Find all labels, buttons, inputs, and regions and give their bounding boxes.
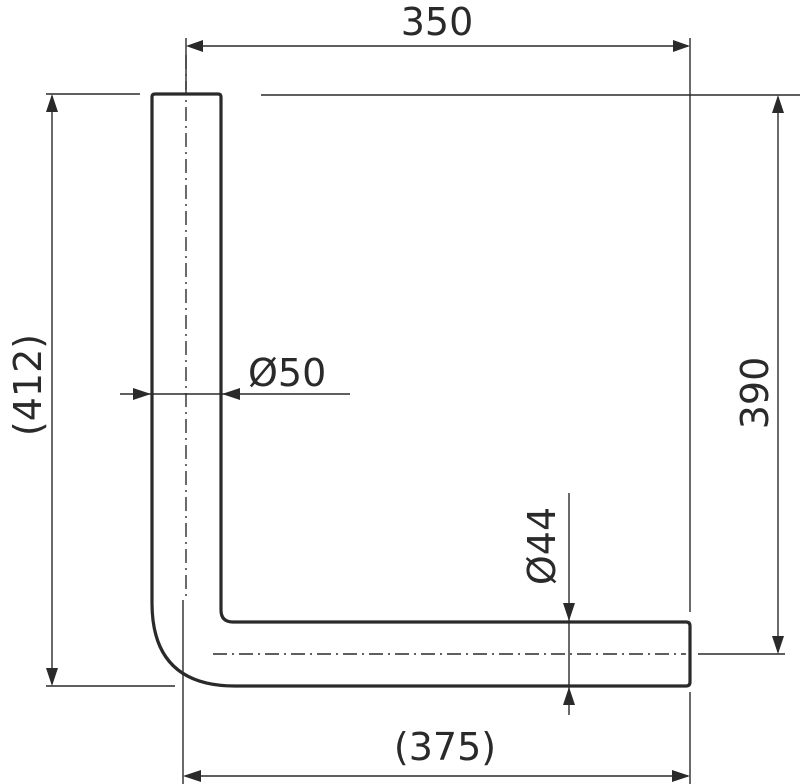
arrow-left-icon — [186, 40, 203, 52]
arrow-up-icon — [46, 94, 58, 112]
arrow-left-icon — [222, 388, 240, 400]
arrow-down-icon — [46, 668, 58, 686]
arrow-right-icon — [672, 770, 690, 782]
dimension-label-d44: Ø44 — [520, 507, 564, 585]
arrow-right-icon — [673, 40, 690, 52]
dimension-label-390: 390 — [733, 357, 777, 430]
arrow-right-icon — [133, 388, 151, 400]
dimension-label-d50: Ø50 — [248, 351, 326, 395]
arrow-up-icon — [772, 95, 784, 113]
arrow-left-icon — [183, 770, 201, 782]
pipe-outline — [150, 92, 692, 688]
arrow-down-icon — [563, 603, 575, 621]
dimension-label-375: (375) — [394, 725, 496, 769]
arrow-down-icon — [772, 636, 784, 654]
arrow-up-icon — [563, 687, 575, 705]
dimension-label-412: (412) — [6, 334, 50, 436]
dimension-label-350: 350 — [401, 0, 474, 44]
